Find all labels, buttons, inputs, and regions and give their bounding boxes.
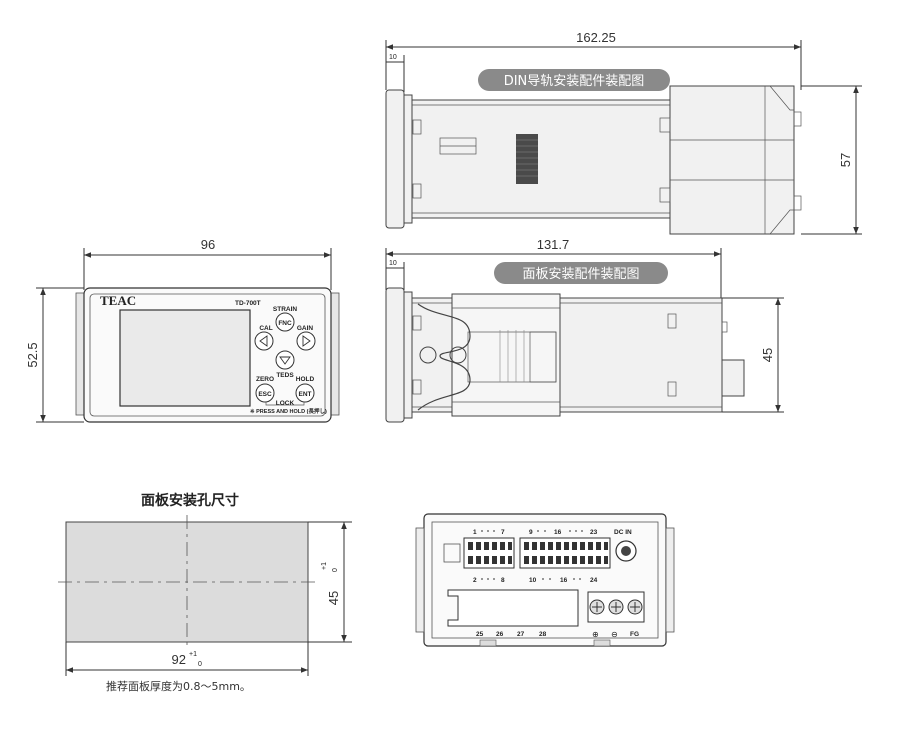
din-height-dimension: 57 — [838, 153, 853, 167]
plus-icon: ⊕ — [592, 630, 599, 639]
fnc-label: FNC — [278, 320, 292, 327]
down-arrow-icon — [279, 356, 291, 365]
terminal-28-label: 28 — [539, 631, 547, 638]
panel-length-dimension: 131.7 — [537, 237, 570, 252]
terminal-27-label: 27 — [517, 631, 525, 638]
lock-label: LOCK — [276, 400, 295, 407]
fnc-key[interactable] — [275, 312, 295, 332]
right-key[interactable] — [296, 331, 316, 351]
dc-in-label: DC IN — [614, 529, 632, 536]
teds-label: TEDS — [276, 372, 294, 379]
screw-terminals — [589, 599, 643, 615]
din-rail-side-view: 162.25 10 — [385, 30, 862, 235]
terminal-8-label: 8 — [501, 577, 505, 584]
panel-mount-side-view: 131.7 10 45 面板安装配 — [385, 237, 784, 423]
front-width-dimension: 96 — [201, 237, 215, 252]
esc-label: ESC — [258, 391, 272, 398]
terminal-1-label: 1 — [473, 529, 477, 536]
din-length-dimension: 162.25 — [576, 30, 616, 45]
panel-cutout-view: 面板安装孔尺寸 92 +1 0 45 +1 0 推荐面板厚度为0.8～5mm。 — [58, 492, 352, 693]
terminal-2-label: 2 — [473, 577, 477, 584]
ent-key[interactable] — [295, 383, 315, 403]
terminal-9-label: 9 — [529, 529, 533, 536]
terminal-26-label: 26 — [496, 631, 504, 638]
front-height-dimension: 52.5 — [25, 342, 40, 367]
front-view: 96 52.5 TEAC TD-700T STRAIN FNC CAL GAIN… — [25, 237, 340, 423]
brand-logo: TEAC — [100, 293, 136, 308]
left-arrow-icon — [259, 335, 268, 347]
down-key[interactable] — [275, 350, 295, 370]
press-hold-note: ※ PRESS AND HOLD (長押し) — [250, 407, 327, 415]
minus-icon: ⊖ — [611, 630, 618, 639]
cutout-height-dimension: 45 — [326, 591, 341, 605]
terminal-16b-label: 16 — [560, 577, 568, 584]
cutout-width-tolerance-plus: +1 — [189, 651, 197, 658]
strain-label: STRAIN — [273, 306, 298, 313]
hold-label: HOLD — [296, 376, 315, 383]
cal-label: CAL — [259, 325, 272, 332]
esc-key[interactable] — [255, 383, 275, 403]
fg-label: FG — [630, 631, 639, 638]
terminal-7-label: 7 — [501, 529, 505, 536]
panel-thickness-note: 推荐面板厚度为0.8～5mm。 — [106, 679, 251, 693]
panel-height-dimension: 45 — [760, 348, 775, 362]
model-label: TD-700T — [235, 300, 261, 307]
terminal-10-label: 10 — [529, 577, 537, 584]
cutout-width-dimension: 92 — [172, 652, 186, 667]
cutout-height-tolerance-plus: +1 — [321, 562, 328, 570]
terminal-24-label: 24 — [590, 577, 598, 584]
din-mount-label: DIN导轨安装配件装配图 — [504, 74, 645, 89]
right-arrow-icon — [302, 335, 311, 347]
cutout-width-tolerance-minus: 0 — [198, 661, 202, 668]
cutout-title: 面板安装孔尺寸 — [141, 492, 239, 509]
panel-mount-label: 面板安装配件装配图 — [522, 267, 639, 282]
left-key[interactable] — [254, 331, 274, 351]
din-offset-dimension: 10 — [389, 54, 397, 61]
rear-view: 1 7 9 16 23 DC IN — [415, 513, 675, 647]
panel-offset-dimension: 10 — [389, 260, 397, 267]
cutout-height-tolerance-minus: 0 — [332, 568, 339, 572]
terminal-23-label: 23 — [590, 529, 598, 536]
zero-label: ZERO — [256, 376, 274, 383]
terminal-25-label: 25 — [476, 631, 484, 638]
ent-label: ENT — [299, 391, 312, 398]
terminal-16-label: 16 — [554, 529, 562, 536]
gain-label: GAIN — [297, 325, 314, 332]
